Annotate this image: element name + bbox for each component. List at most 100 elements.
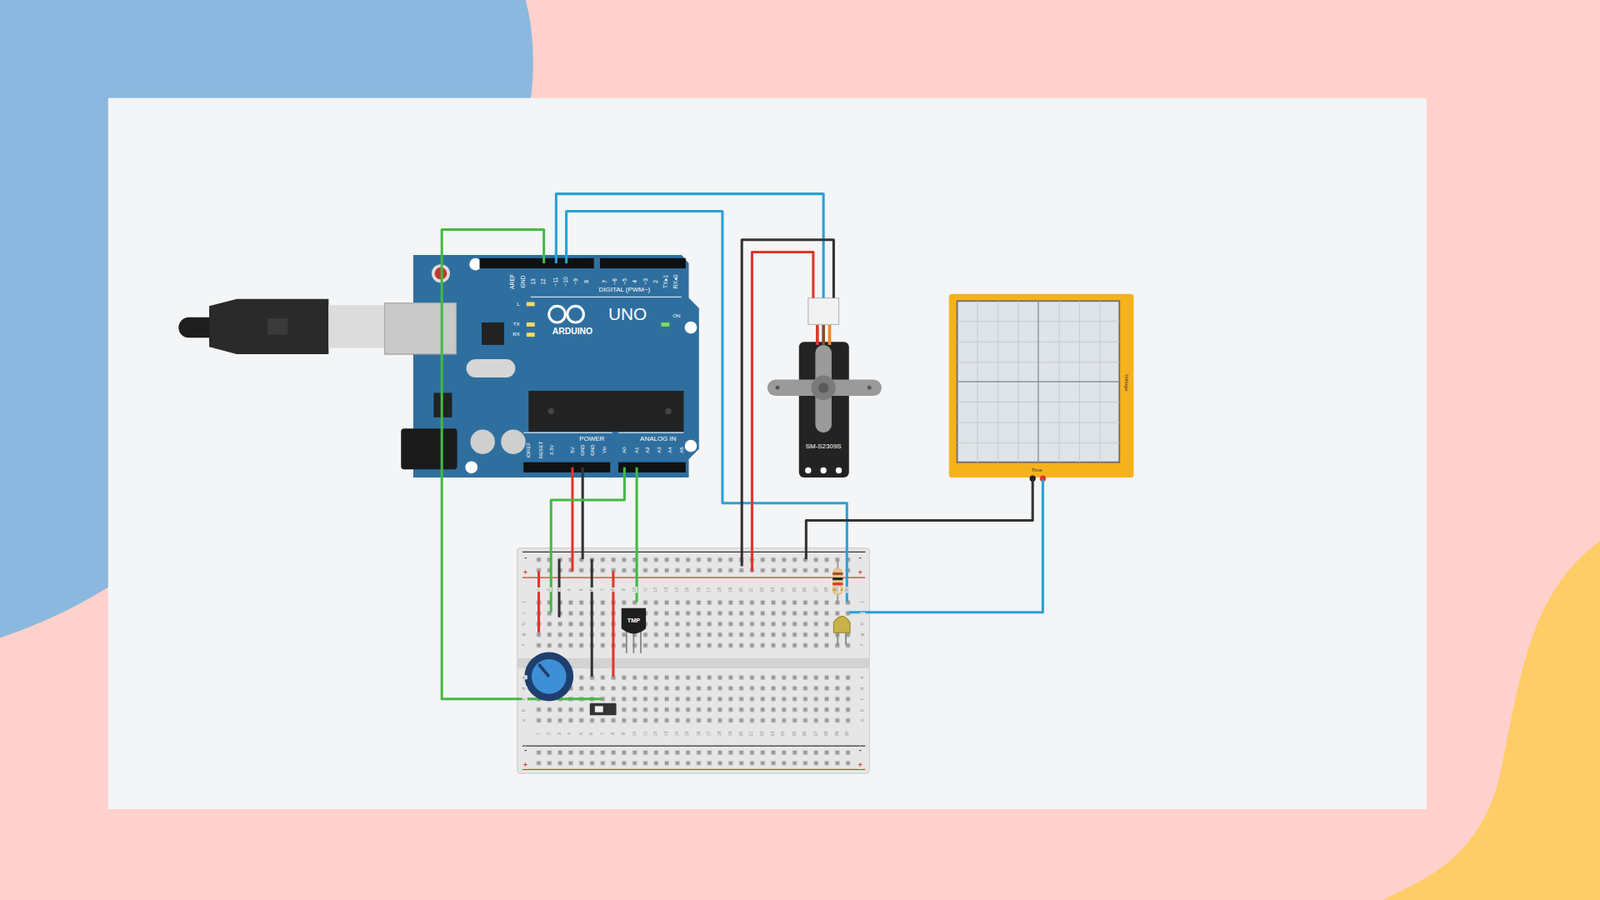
column-number: 2 [547, 588, 553, 592]
pin-label: 8 [584, 280, 590, 284]
column-number: 17 [706, 730, 712, 737]
usb-cable [178, 299, 456, 355]
led-label: ON [672, 314, 680, 320]
pin-label: 7 [602, 280, 609, 284]
column-number: 29 [835, 730, 840, 737]
column-number: 17 [706, 586, 712, 593]
row-letter: j [522, 600, 528, 603]
column-number: 23 [770, 730, 776, 737]
column-number: 29 [835, 586, 840, 593]
axis-label: Time [1030, 467, 1042, 473]
canvas-panel [108, 98, 1427, 810]
pin-label: GND [520, 275, 527, 288]
pin-label: ~5 [622, 278, 629, 285]
column-number: 20 [739, 730, 745, 737]
column-number: 27 [813, 586, 819, 593]
rail-symbol: + [522, 761, 528, 770]
column-number: 3 [557, 731, 563, 735]
row-letter: d [522, 686, 528, 690]
header-title: ANALOG IN [640, 435, 676, 443]
row-letter: d [860, 686, 865, 690]
pin-label: 2 [653, 280, 660, 284]
row-letter: g [860, 632, 865, 636]
pin-label: A1 [634, 446, 640, 454]
pin-label: ~11 [553, 276, 560, 286]
pin-label: A0 [621, 446, 627, 454]
rail-symbol: - [858, 746, 862, 755]
breadboard [517, 548, 870, 775]
column-number: 24 [781, 586, 787, 593]
column-number: 9 [621, 588, 627, 592]
pin-label: RESET [538, 441, 544, 459]
column-number: 26 [803, 586, 809, 593]
pin-label: ~10 [563, 276, 570, 286]
column-number: 18 [717, 586, 723, 593]
row-letter: f [860, 643, 865, 646]
row-letter: b [860, 707, 865, 711]
row-letter: e [522, 675, 528, 680]
column-number: 8 [610, 731, 616, 735]
column-number: 4 [568, 731, 574, 735]
column-number: 25 [792, 586, 798, 593]
row-letter: h [860, 621, 865, 625]
column-number: 15 [685, 586, 691, 593]
column-number: 1 [536, 731, 542, 735]
column-number: 16 [696, 586, 702, 593]
column-number: 5 [579, 731, 585, 735]
temperature-sensor [621, 608, 646, 654]
column-number: 20 [739, 586, 745, 593]
column-number: 30 [845, 586, 851, 593]
row-letter: h [522, 621, 528, 625]
pin-label: RX◂0 [673, 275, 680, 290]
column-number: 1 [536, 588, 542, 592]
row-letter: a [860, 718, 865, 722]
potentiometer [524, 651, 574, 701]
brand-label: ARDUINO [552, 327, 594, 336]
wires [441, 194, 1043, 700]
part-number: SM-S2309S [805, 443, 842, 450]
column-number: 19 [728, 730, 734, 737]
column-number: 10 [632, 586, 638, 593]
row-letter: i [522, 611, 528, 614]
rail-symbol: + [857, 569, 863, 577]
rail-symbol: - [524, 553, 528, 561]
pin-label: ~6 [612, 278, 619, 285]
pin-label: 12 [540, 278, 547, 285]
rail-symbol: - [524, 746, 528, 755]
pin-label: TX▸1 [663, 275, 670, 289]
pin-label: GND [590, 444, 595, 456]
column-number: 19 [728, 586, 734, 593]
led-label: RX [512, 332, 520, 338]
column-number: 14 [675, 730, 680, 737]
pin-label: A5 [679, 446, 685, 454]
column-number: 12 [654, 586, 660, 593]
column-number: 3 [557, 588, 563, 592]
column-number: 9 [621, 731, 627, 735]
row-letter: e [860, 675, 865, 680]
led-label: TX [513, 321, 520, 327]
column-number: 6 [590, 588, 595, 592]
column-number: 2 [547, 731, 553, 735]
pin-label: 5V [570, 446, 575, 454]
row-letter: a [522, 718, 528, 722]
column-number: 11 [643, 586, 649, 593]
column-number: 28 [824, 586, 830, 593]
column-number: 23 [770, 586, 776, 593]
column-number: 7 [600, 588, 606, 592]
column-number: 21 [750, 730, 755, 737]
column-number: 22 [760, 730, 765, 737]
pin-label: ~9 [573, 278, 580, 285]
row-letter: j [860, 600, 865, 603]
arduino-board [385, 255, 700, 478]
column-number: 25 [792, 730, 798, 737]
header-title: DIGITAL (PWM~) [599, 286, 651, 294]
column-number: 12 [654, 730, 660, 737]
column-number: 24 [781, 730, 787, 737]
pin-label: ~3 [643, 278, 650, 285]
oscilloscope [949, 294, 1135, 482]
rail-symbol: - [858, 553, 862, 561]
column-number: 16 [696, 730, 702, 737]
row-letter: c [522, 697, 528, 701]
axis-label: Voltage [1124, 374, 1130, 391]
